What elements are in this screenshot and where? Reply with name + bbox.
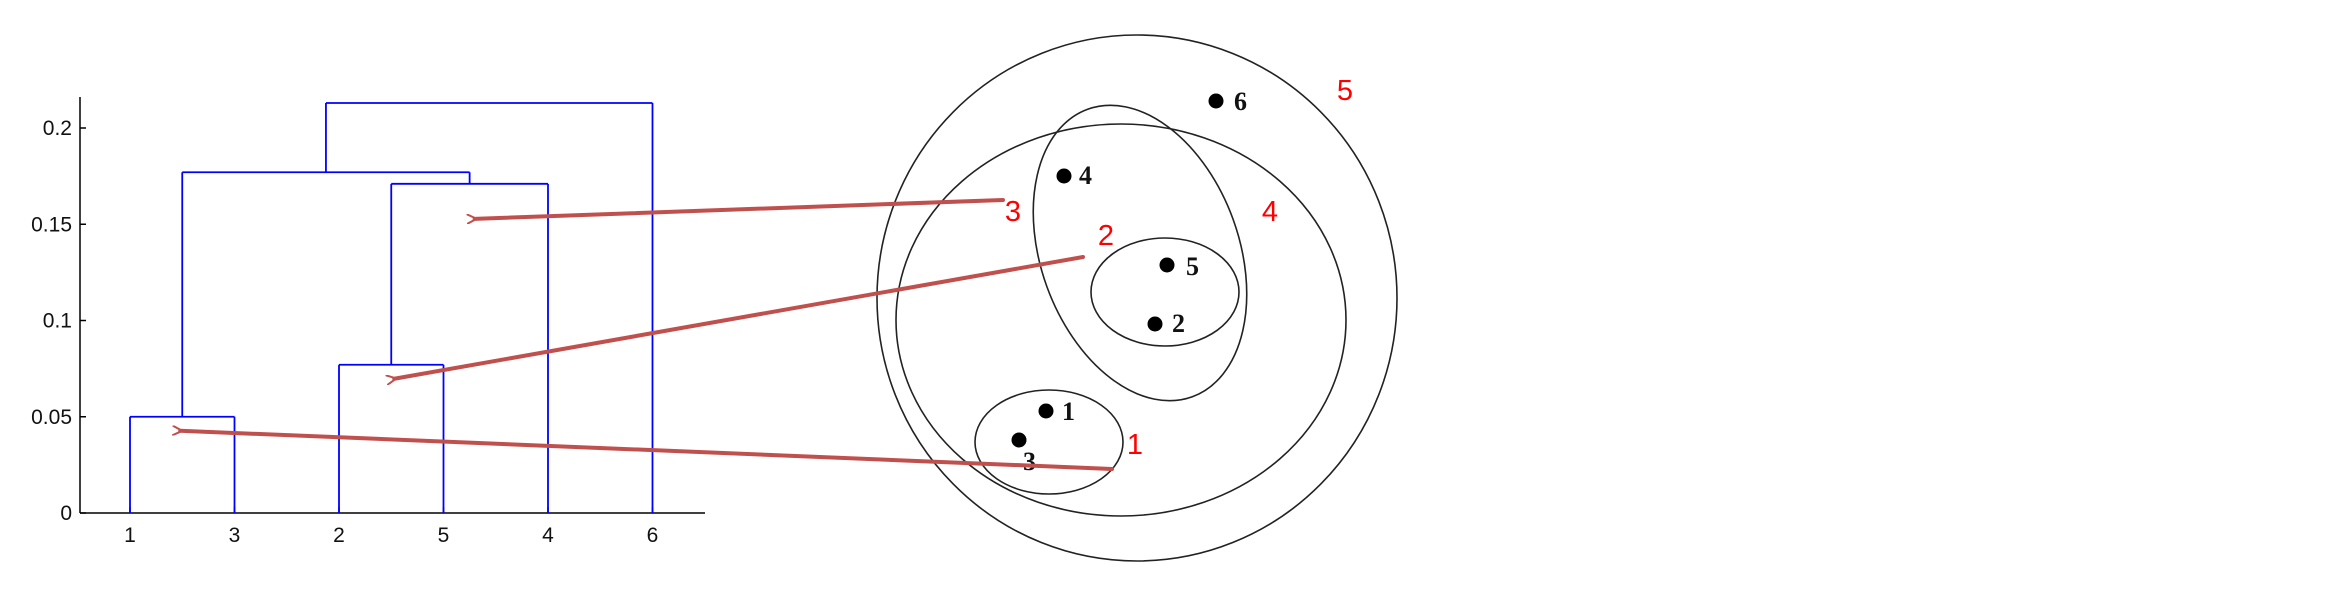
cluster-4-label: 4 [1262, 196, 1278, 228]
cluster-2-label: 2 [1098, 220, 1114, 252]
y-tick-label: 0.15 [31, 213, 72, 236]
cluster-3-boundary [1032, 104, 1248, 402]
y-tick-label: 0.05 [31, 406, 72, 429]
cluster-3-label: 3 [1005, 196, 1021, 228]
x-tick-label: 1 [124, 524, 136, 547]
cluster-diagram: 1 2 3 4 5 1 2 3 4 5 6 [876, 34, 1398, 562]
data-point-5-label: 5 [1186, 252, 1199, 281]
data-point-1-label: 1 [1062, 397, 1075, 426]
y-tick-label: 0.2 [43, 117, 72, 140]
arrow-cluster-3 [475, 198, 1005, 219]
dendrogram: 0 0.05 0.1 0.15 0.2 1 3 2 5 4 6 [31, 97, 705, 547]
x-tick-label: 2 [333, 524, 345, 547]
y-tick-label: 0.1 [43, 310, 72, 333]
data-point-3 [1011, 432, 1027, 448]
x-tick-label: 5 [438, 524, 450, 547]
x-tick-label: 6 [647, 524, 659, 547]
cluster-1-label: 1 [1127, 429, 1143, 461]
cluster-2-boundary [1090, 237, 1240, 347]
cluster-5-label: 5 [1337, 75, 1353, 107]
data-point-3-label: 3 [1023, 447, 1036, 476]
cluster-5-boundary [876, 34, 1398, 562]
data-point-4-label: 4 [1079, 161, 1092, 190]
data-point-4 [1056, 168, 1072, 184]
arrow-cluster-2 [394, 255, 1085, 379]
data-point-6 [1208, 93, 1224, 109]
data-point-5 [1159, 257, 1175, 273]
data-point-6-label: 6 [1234, 87, 1247, 116]
cluster-1-boundary [974, 389, 1124, 495]
arrow-cluster-1 [180, 431, 1114, 471]
y-tick-label: 0 [60, 502, 72, 525]
data-point-2 [1147, 316, 1163, 332]
x-tick-label: 3 [229, 524, 241, 547]
cluster-to-merge-arrows [180, 198, 1114, 471]
cluster-4-boundary [895, 123, 1347, 517]
data-point-2-label: 2 [1172, 309, 1185, 338]
x-tick-label: 4 [542, 524, 554, 547]
data-point-1 [1038, 403, 1054, 419]
